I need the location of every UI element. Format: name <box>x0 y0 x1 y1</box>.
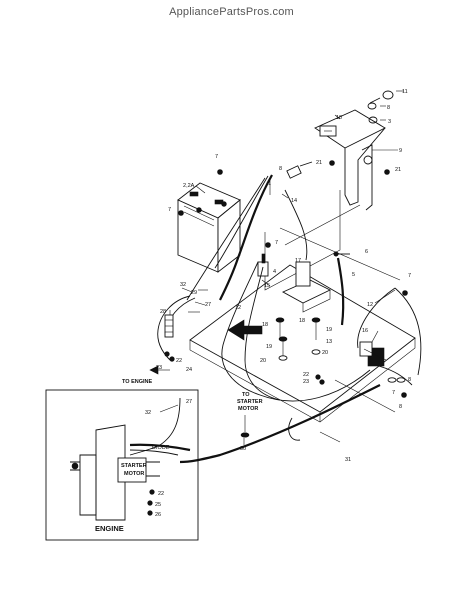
nut-20 <box>278 349 321 361</box>
part-label-18a: 18 <box>262 322 268 328</box>
part-label-8a: 8 <box>387 105 390 111</box>
part-label-28: 28 <box>160 309 166 315</box>
part-label-9: 9 <box>399 148 402 154</box>
caption-to-starter-2: STARTER <box>237 399 263 405</box>
wiring-harness <box>186 174 422 402</box>
ignition-bracket <box>314 109 386 211</box>
part-label-6: 6 <box>365 249 368 255</box>
fastener-7-mid <box>265 242 271 248</box>
bolt-30 <box>240 415 250 438</box>
harness-28-connector <box>164 314 174 338</box>
cable-to-starter <box>288 417 301 441</box>
part-label-17: 17 <box>295 258 301 264</box>
caption-starter-motor-1: STARTER <box>121 463 147 469</box>
part-label-18b: 18 <box>299 318 305 324</box>
part-label-13: 13 <box>326 339 332 345</box>
part-label-24: 24 <box>186 367 192 373</box>
part-label-32a: 32 <box>180 282 186 288</box>
direction-arrow <box>227 319 263 341</box>
terminal-6 <box>333 251 350 257</box>
part-label-25: 25 <box>155 502 161 508</box>
engine-drawing <box>70 397 191 521</box>
fastener-7-far-right <box>401 392 407 398</box>
part-label-8c: 8 <box>408 377 411 383</box>
fuse-holder <box>257 253 269 277</box>
part-label-8d: 8 <box>399 404 402 410</box>
part-label-7d: 7 <box>408 273 411 279</box>
part-label-14: 14 <box>291 198 297 204</box>
part-label-26: 26 <box>155 512 161 518</box>
bolt-19 <box>278 336 288 356</box>
caption-to-engine: TO ENGINE <box>122 379 152 385</box>
part-label-15: 15 <box>264 283 270 289</box>
part-label-7e: 7 <box>392 390 395 396</box>
part-label-1: 1 <box>268 181 271 187</box>
part-label-19a: 19 <box>326 327 332 333</box>
part-label-2a: 2A <box>188 183 195 189</box>
part-label-30: 30 <box>240 446 246 452</box>
part-label-27b: 27 <box>186 399 192 405</box>
solenoid <box>359 341 387 367</box>
part-label-29: 29 <box>191 290 197 296</box>
part-label-21b: 21 <box>395 167 401 173</box>
part-label-27: 27 <box>205 302 211 308</box>
part-label-7c: 7 <box>275 240 278 246</box>
nut-21 <box>329 160 390 175</box>
site-watermark: AppliancePartsPros.com <box>169 6 294 18</box>
caption-starter-motor-2: MOTOR <box>124 471 144 477</box>
part-label-20a: 20 <box>322 350 328 356</box>
part-label-20b: 20 <box>260 358 266 364</box>
part-label-5: 5 <box>352 272 355 278</box>
screw-8 <box>387 377 406 383</box>
switch-connector <box>286 161 313 179</box>
part-label-22c: 22 <box>158 491 164 497</box>
part-label-19b: 19 <box>266 344 272 350</box>
key-switch-parts <box>367 90 394 124</box>
part-label-2: 2 <box>183 183 186 189</box>
part-label-31: 31 <box>345 457 351 463</box>
part-label-4: 4 <box>273 269 276 275</box>
battery-cable-5 <box>336 257 345 326</box>
part-label-3: 3 <box>388 119 391 125</box>
nuts-22-23 <box>164 351 325 385</box>
part-label-23a: 23 <box>156 365 162 371</box>
part-label-7b: 7 <box>168 207 171 213</box>
bolt-18 <box>275 317 285 340</box>
module-bracket <box>281 261 332 313</box>
fastener-7-right <box>402 290 408 296</box>
part-label-23b: 23 <box>303 379 309 385</box>
engine-inset-frame <box>45 389 199 541</box>
part-label-7a: 7 <box>215 154 218 160</box>
fastener-7-top <box>217 169 223 175</box>
caption-to-starter-3: MOTOR <box>238 406 258 412</box>
part-label-11: 11 <box>402 89 408 95</box>
part-label-8b: 8 <box>279 166 282 172</box>
caption-diode: DIODE <box>152 445 170 451</box>
caption-to-starter-1: TO <box>242 392 250 398</box>
mounting-plate <box>189 264 416 423</box>
part-label-21a: 21 <box>316 160 322 166</box>
part-label-12a: 12 <box>235 305 241 311</box>
part-label-22a: 22 <box>176 358 182 364</box>
engine-lead-27 <box>157 295 196 361</box>
to-engine-arrow <box>149 365 170 375</box>
battery <box>177 182 241 273</box>
captions: TO ENGINE TO STARTER MOTOR DIODE STARTER… <box>95 379 263 533</box>
leader-lines <box>159 90 404 445</box>
bolt-19-upper <box>311 317 321 340</box>
part-label-16: 16 <box>362 328 368 334</box>
fastener-7-left <box>178 210 184 216</box>
part-label-32b: 32 <box>145 410 151 416</box>
caption-engine: ENGINE <box>95 524 124 533</box>
part-label-2-2a: 2,2A <box>183 183 195 189</box>
part-label-12b: 12 <box>367 302 373 308</box>
ground-cable-31 <box>179 384 381 464</box>
part-label-22b: 22 <box>303 372 309 378</box>
part-label-10: 10 <box>336 115 342 121</box>
part-number-labels: 11 8 3 10 9 7 21 21 8 2,2A 1 14 7 7 6 17… <box>145 89 411 518</box>
